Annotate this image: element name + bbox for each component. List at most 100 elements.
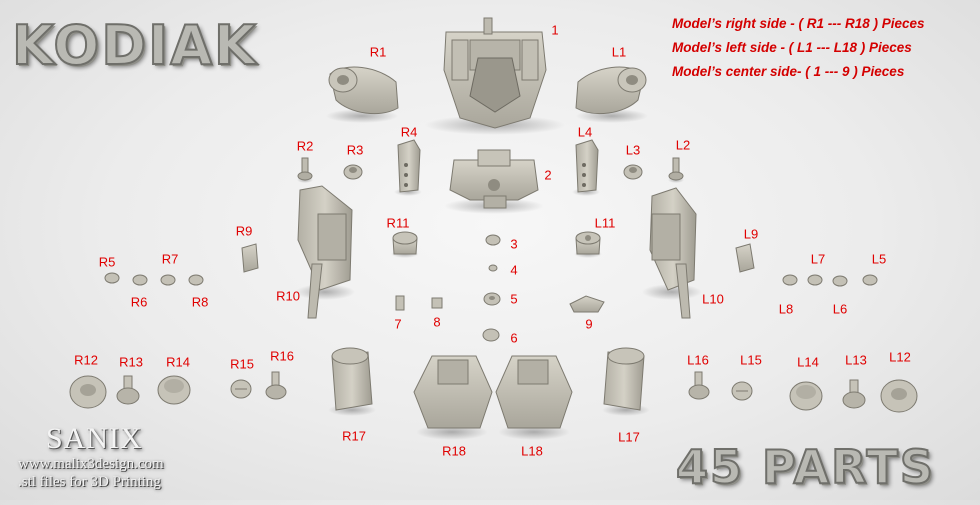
part-R7	[160, 274, 176, 286]
part-8	[431, 297, 443, 309]
label-L6: L6	[832, 301, 848, 317]
kodiak-logo: KODIAK	[11, 13, 258, 78]
label-L17: L17	[618, 429, 640, 445]
label-R2: R2	[296, 138, 314, 154]
part-L3-disk	[623, 164, 643, 180]
part-3	[485, 234, 501, 246]
part-L10-arm	[642, 187, 702, 319]
label-R4: R4	[400, 124, 418, 140]
label-L8: L8	[778, 301, 794, 317]
part-L18-foot	[495, 355, 573, 440]
part-L9-block	[735, 243, 755, 273]
part-R6	[132, 274, 148, 286]
label-c3: 3	[510, 236, 518, 252]
label-R6: R6	[130, 294, 148, 310]
label-c9: 9	[585, 316, 593, 332]
label-R9: R9	[235, 223, 253, 239]
part-L11	[574, 231, 602, 258]
part-L7	[807, 274, 823, 286]
label-R3: R3	[346, 142, 364, 158]
legend-center-side: Model’s center side- ( 1 --- 9 ) Pieces	[672, 64, 905, 79]
label-c8: 8	[433, 314, 441, 330]
label-R8: R8	[191, 294, 209, 310]
part-2-hip	[444, 149, 544, 214]
label-c7: 7	[394, 316, 402, 332]
part-L6	[832, 275, 848, 287]
part-R16	[265, 371, 287, 400]
part-L8	[782, 274, 798, 286]
part-L4	[572, 139, 600, 196]
label-R5: R5	[98, 254, 116, 270]
label-L4: L4	[577, 124, 593, 140]
part-R15	[230, 379, 252, 399]
part-R8	[188, 274, 204, 286]
label-L14: L14	[797, 354, 819, 370]
label-L9: L9	[743, 226, 759, 242]
label-c6: 6	[510, 330, 518, 346]
part-R2-peg	[297, 157, 313, 183]
part-L2-peg	[668, 157, 684, 183]
label-L11: L11	[594, 215, 616, 231]
part-6	[482, 328, 500, 342]
label-R7: R7	[161, 251, 179, 267]
part-1-torso	[425, 17, 565, 135]
part-R5	[104, 272, 120, 284]
part-R13	[116, 375, 140, 405]
label-L13: L13	[845, 352, 867, 368]
part-R10-arm	[295, 185, 355, 319]
label-R11: R11	[386, 215, 410, 231]
part-L16	[688, 371, 710, 400]
label-R10: R10	[276, 288, 300, 304]
part-L17-leg	[602, 347, 650, 416]
label-L18: L18	[521, 443, 543, 459]
part-5	[483, 292, 501, 306]
part-R4	[394, 139, 422, 196]
label-L12: L12	[889, 349, 911, 365]
label-L5: L5	[871, 251, 887, 267]
website-text: www.malix3design.com	[18, 456, 164, 472]
part-L5	[862, 274, 878, 286]
label-R13: R13	[119, 354, 143, 370]
label-L2: L2	[675, 137, 691, 153]
label-c4: 4	[510, 262, 518, 278]
part-9	[569, 295, 605, 313]
part-L14	[789, 381, 823, 411]
label-L3: L3	[625, 142, 641, 158]
stl-files-note: .stl files for 3D Printing	[18, 474, 161, 490]
label-R14: R14	[166, 354, 190, 370]
label-L16: L16	[687, 352, 709, 368]
part-7	[395, 295, 405, 311]
part-4	[488, 264, 498, 272]
part-L13	[842, 379, 866, 409]
part-R14	[157, 375, 191, 405]
label-c5: 5	[510, 291, 518, 307]
part-R18-foot	[413, 355, 493, 440]
part-R9-block	[241, 243, 259, 273]
label-L1: L1	[611, 44, 627, 60]
label-c1: 1	[551, 22, 559, 38]
part-R3-disk	[343, 164, 363, 180]
label-R16: R16	[270, 348, 294, 364]
label-R17: R17	[342, 428, 366, 444]
label-R12: R12	[74, 352, 98, 368]
label-c2: 2	[544, 167, 552, 183]
legend-right-side: Model’s right side - ( R1 --- R18 ) Piec…	[672, 16, 925, 31]
part-R11	[391, 231, 419, 258]
label-R18: R18	[442, 443, 466, 459]
part-L1-shoulder	[575, 66, 648, 123]
label-L15: L15	[740, 352, 762, 368]
part-R17-leg	[328, 347, 376, 416]
legend-left-side: Model’s left side - ( L1 --- L18 ) Piece…	[672, 40, 912, 55]
author-name: SANIX	[46, 422, 143, 455]
part-L12	[880, 379, 918, 413]
label-R1: R1	[369, 44, 387, 60]
part-L15	[731, 381, 753, 401]
part-R12	[69, 375, 107, 409]
label-L7: L7	[810, 251, 826, 267]
parts-count-logo: 45 PARTS	[675, 439, 935, 495]
label-L10: L10	[702, 291, 724, 307]
label-R15: R15	[230, 356, 254, 372]
part-R1-shoulder	[326, 66, 399, 123]
